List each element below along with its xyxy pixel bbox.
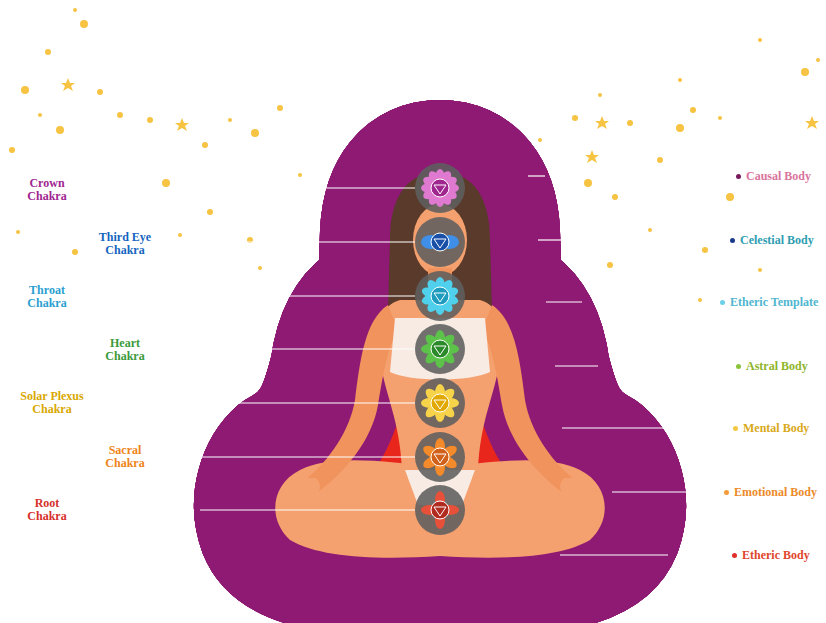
label-text: Causal Body [746, 170, 811, 183]
chakra-disc [415, 485, 465, 535]
leader-line [546, 301, 582, 302]
leader-line [200, 295, 415, 296]
chakra-mark [434, 454, 446, 463]
chakra-center [431, 340, 449, 358]
label-text: Astral Body [746, 360, 808, 373]
label-text: Mental Body [743, 422, 809, 435]
torso [378, 300, 502, 470]
causal-band [264, 170, 616, 572]
label-text: Crown Chakra [27, 176, 66, 203]
chakra-disc [415, 217, 465, 267]
body-label: Mental Body [733, 422, 809, 435]
face [413, 204, 467, 276]
emotional-band [264, 170, 616, 572]
leader-line [560, 554, 668, 555]
leader-line [200, 509, 415, 510]
left-arm [305, 305, 398, 492]
color-dot [736, 364, 741, 369]
chakra-symbol [415, 163, 465, 213]
chakra-disc [415, 271, 465, 321]
label-text: Solar Plexus Chakra [20, 389, 83, 416]
chakra-label: Solar Plexus Chakra [4, 390, 100, 416]
left-hand [296, 478, 320, 496]
chakra-symbol [415, 432, 465, 482]
chakra-disc [415, 378, 465, 428]
leader-line [555, 365, 598, 366]
chakra-mark [434, 239, 446, 248]
leader-line [200, 456, 415, 457]
chakra-disc [415, 432, 465, 482]
label-text: Etheric Template [730, 296, 818, 309]
chakra-symbol [415, 378, 465, 428]
label-text: Heart Chakra [105, 336, 144, 363]
chakra-label: Heart Chakra [94, 337, 156, 363]
mental-band [264, 170, 616, 572]
chakra-center [431, 233, 449, 251]
right-arm [482, 305, 575, 492]
astral-band [264, 170, 616, 572]
body-label: Causal Body [736, 170, 811, 183]
chakra-mark [434, 507, 446, 516]
label-text: Root Chakra [27, 496, 66, 523]
chakra-symbols [415, 163, 465, 535]
leader-line [200, 402, 415, 403]
right-hand [560, 478, 584, 496]
body-label: Astral Body [736, 360, 808, 373]
etheric-band [264, 170, 616, 572]
leader-line [200, 241, 415, 242]
etheric-template-band [264, 170, 616, 572]
leader-line [200, 187, 415, 188]
chakra-disc [415, 163, 465, 213]
chakra-symbol [415, 324, 465, 374]
leader-line [528, 175, 545, 176]
chakra-symbol [415, 271, 465, 321]
label-text: Emotional Body [734, 486, 817, 499]
leader-line [612, 491, 690, 492]
label-text: Celestial Body [740, 234, 814, 247]
color-dot [730, 238, 735, 243]
label-text: Etheric Body [742, 549, 810, 562]
color-dot [733, 426, 738, 431]
chakra-mark [434, 400, 446, 409]
figure [275, 172, 605, 558]
color-dot [724, 490, 729, 495]
chakra-symbol [415, 485, 465, 535]
label-text: Throat Chakra [27, 283, 66, 310]
body-label: Emotional Body [724, 486, 817, 499]
chakra-label: Third Eye Chakra [89, 231, 161, 257]
body-label: Etheric Template [720, 296, 818, 309]
chakra-center [431, 287, 449, 305]
body-label: Celestial Body [730, 234, 814, 247]
color-dot [736, 174, 741, 179]
color-dot [732, 553, 737, 558]
chakra-center [431, 501, 449, 519]
leader-line [538, 239, 562, 240]
aura-bands [264, 170, 616, 572]
chakra-center [431, 394, 449, 412]
body-label: Etheric Body [732, 549, 810, 562]
chakra-label: Sacral Chakra [94, 444, 156, 470]
chakra-center [431, 448, 449, 466]
color-dot [720, 300, 725, 305]
chakra-mark [434, 185, 446, 194]
chakra-center [431, 179, 449, 197]
chakra-label: Throat Chakra [16, 284, 78, 310]
chakra-label: Root Chakra [16, 497, 78, 523]
label-text: Third Eye Chakra [99, 230, 151, 257]
chakra-mark [434, 346, 446, 355]
leader-lines [200, 176, 690, 555]
chakra-disc [415, 324, 465, 374]
leader-line [200, 348, 415, 349]
chakra-mark [434, 293, 446, 302]
chakra-symbol [415, 217, 465, 267]
leader-line [562, 427, 668, 428]
chakra-label: Crown Chakra [16, 177, 78, 203]
label-text: Sacral Chakra [105, 443, 144, 470]
celestial-band [264, 170, 616, 572]
